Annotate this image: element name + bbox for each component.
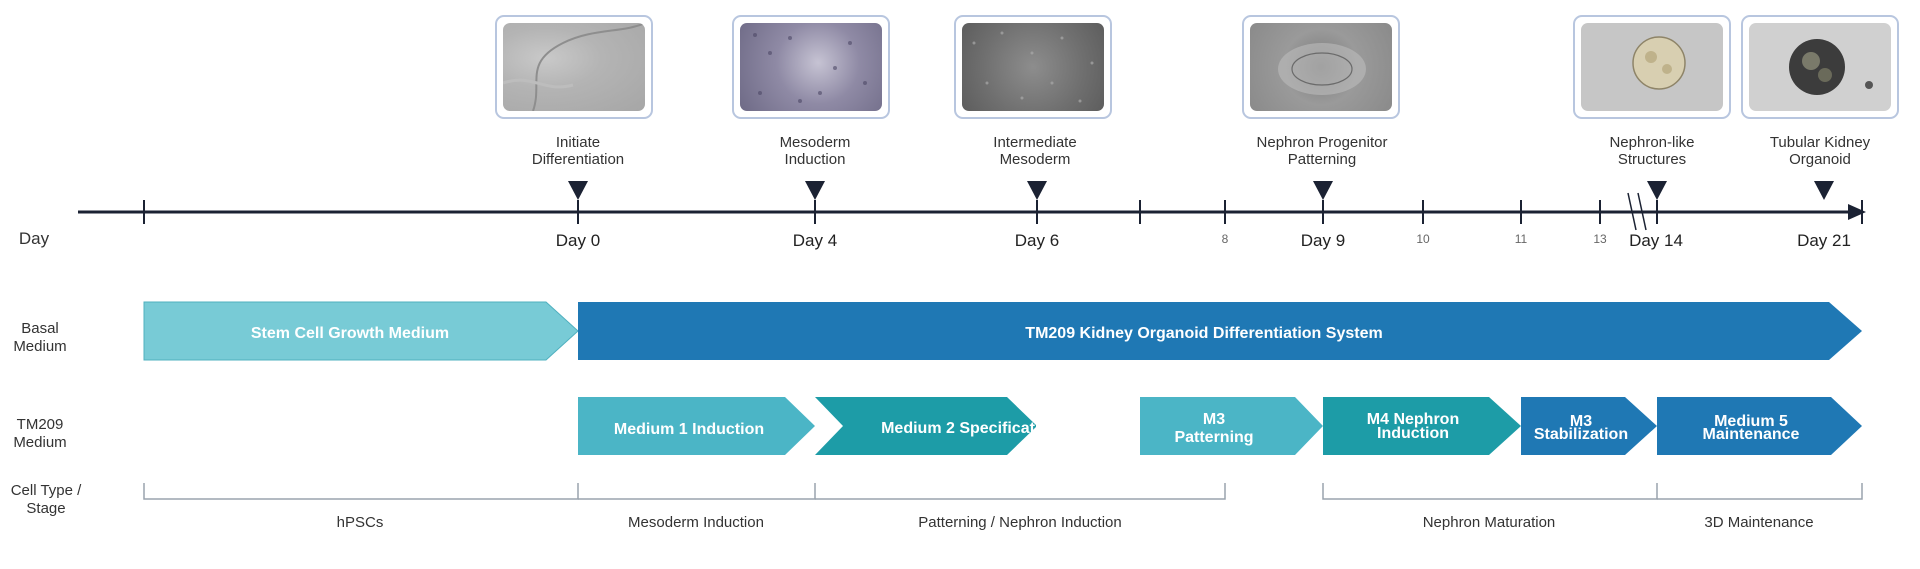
stage-photo [1749,23,1891,111]
stage-marker-day-4 [805,181,825,200]
stage-photo [1581,23,1723,111]
tick-label-minor-10: 10 [1416,232,1430,246]
stage-name-intermediate-mesoderm: Intermediate Mesoderm [993,134,1077,168]
tick-label-day-9: Day 9 [1301,231,1345,250]
stage-marker-day-0 [568,181,588,200]
stage-name-nephron-like: Nephron-like Structures [1609,134,1695,168]
cell-stage-hpscs: hPSCs [337,514,384,531]
basal-stem-cell-growth-label: Stem Cell Growth Medium [251,325,449,342]
tick-label-day-4: Day 4 [793,231,837,250]
stage-name-initiate: Initiate Differentiation [531,134,625,168]
stage-photo [962,23,1104,111]
stage-image-mesoderm-induction [732,15,890,119]
tick-label-minor-11: 11 [1515,232,1528,246]
row-label-day: Day [18,229,50,248]
row-label-basal-medium: Basal Medium [13,320,67,355]
timeline-arrowhead [1848,204,1866,220]
texture-lines [503,23,645,111]
bracket-nephron-maturation [1322,483,1658,500]
tick-label-minor-8: 8 [1222,232,1229,246]
colony-shape [1278,43,1366,95]
bracket-hpscs [143,483,579,500]
stage-marker-day-21 [1814,181,1834,200]
tm209-m4-label-2: Induction [1377,425,1449,442]
stage-photo [503,23,645,111]
tm209-medium-1-label: Medium 1 Induction [614,421,764,438]
texture-dots [753,33,867,103]
basal-tm209-system-label: TM209 Kidney Organoid Differentiation Sy… [1025,325,1382,342]
tick-label-day-6: Day 6 [1015,231,1059,250]
spheroid-shape [1632,36,1686,90]
stage-image-tubular-organoid [1741,15,1899,119]
cell-stage-3d-maintenance: 3D Maintenance [1704,514,1813,531]
tm209-m3-patterning-chevron [1140,397,1323,455]
stage-name-nephron-progenitor: Nephron Progenitor Patterning [1256,134,1388,168]
tm209-m3-patterning-label-2: Patterning [1174,429,1253,446]
stage-name-tubular-organoid: Tubular Kidney Organoid [1769,134,1871,168]
stage-marker-day-6 [1027,181,1047,200]
cell-stage-patterning: Patterning / Nephron Induction [918,514,1121,531]
spheroid-shape [1789,39,1873,95]
tm209-medium-5-label-2: Maintenance [1703,426,1800,443]
tm209-m4-nephron-induction-chevron [1323,397,1521,455]
stage-photo [1250,23,1392,111]
tick-label-day-21: Day 21 [1797,231,1851,250]
tm209-medium-5-chevron [1657,397,1862,455]
stage-name-mesoderm-induction: Mesoderm Induction [779,134,851,168]
bracket-patterning [815,483,1226,500]
texture-dots [972,31,1094,103]
cell-stage-brackets [143,483,1863,500]
tick-label-minor-13: 13 [1593,232,1607,246]
tick-label-day-14: Day 14 [1629,231,1683,250]
stage-image-nephron-progenitor [1242,15,1400,119]
row-label-cell-type: Cell Type / Stage [10,482,82,517]
stage-image-intermediate-mesoderm [954,15,1112,119]
tm209-m3-stabilization-label-2: Stabilization [1534,426,1628,443]
tick-label-day-0: Day 0 [556,231,600,250]
bracket-mesoderm-induction [578,483,816,500]
tm209-m3-stabilization-chevron [1521,397,1657,455]
tm209-medium-2-chevron [815,397,1037,455]
stage-markers [568,181,1834,200]
tm209-medium-5-label-1: Medium 5 [1714,413,1788,430]
stage-image-nephron-like [1573,15,1731,119]
tm209-medium-2-label: Medium 2 Specification [881,420,1059,437]
basal-tm209-system-arrow [578,302,1862,360]
tick-marks [143,200,1863,224]
cell-stage-mesoderm-induction: Mesoderm Induction [628,514,764,531]
stage-photo [740,23,882,111]
row-label-tm209-medium: TM209 Medium [13,416,67,451]
tm209-medium-1-chevron [578,397,815,455]
stage-marker-day-9 [1313,181,1333,200]
tm209-m3-stabilization-label-1: M3 [1570,413,1592,430]
bracket-3d-maintenance [1657,483,1863,500]
tm209-m4-label-1: M4 Nephron [1367,411,1459,428]
tm209-m3-patterning-label-1: M3 [1203,411,1225,428]
stage-image-initiate [495,15,653,119]
stage-marker-day-14 [1647,181,1667,200]
axis-break-mark [1627,192,1647,231]
cell-stage-nephron-maturation: Nephron Maturation [1423,514,1556,531]
basal-stem-cell-growth-arrow [143,301,579,361]
